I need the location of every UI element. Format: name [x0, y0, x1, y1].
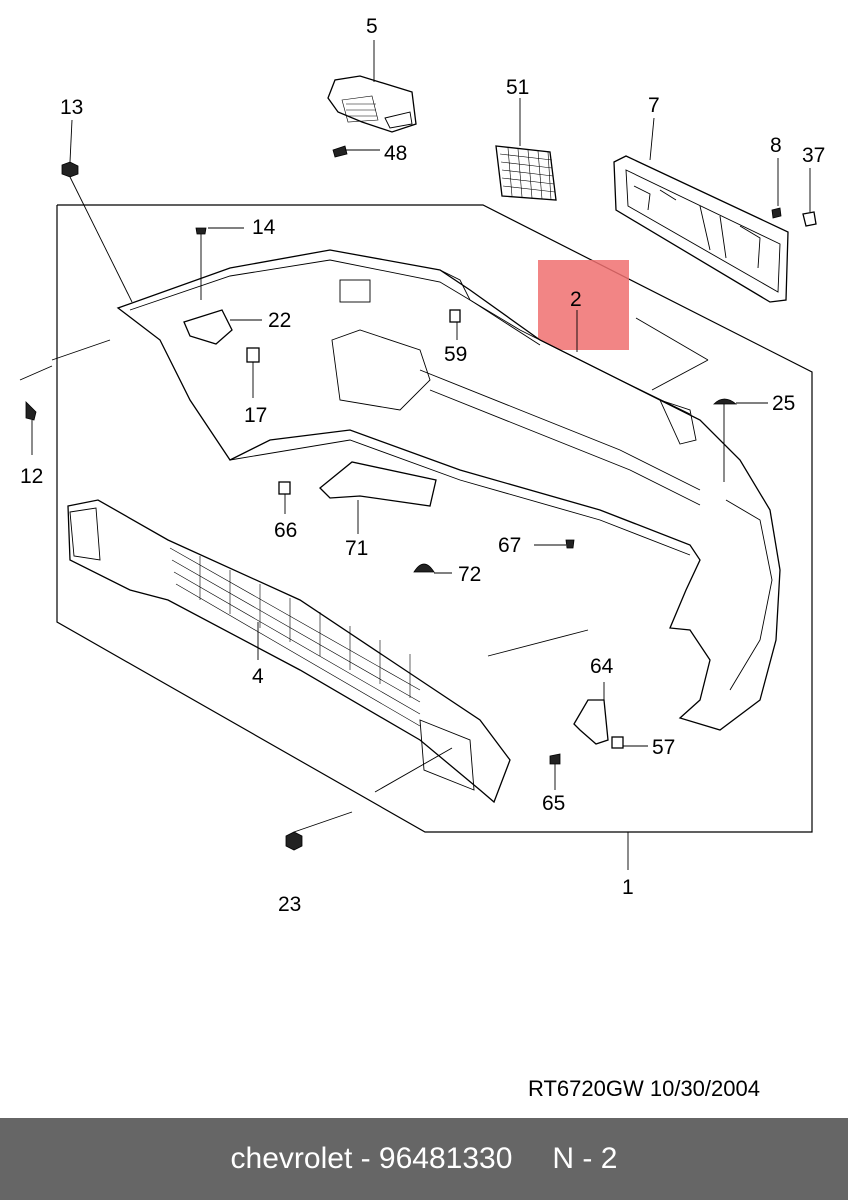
- part-25-push-pin[interactable]: [713, 398, 738, 482]
- part-67-screw[interactable]: [565, 539, 575, 549]
- callout-22: 22: [268, 309, 291, 332]
- callout-labels: 5 48 51 7 8 37 13 14 22 2 59 17 12 25 66…: [20, 15, 825, 916]
- part-66-clip[interactable]: [278, 481, 291, 495]
- assembly-boundary: [56, 204, 813, 833]
- callout-1: 1: [622, 876, 634, 899]
- parts-diagram: 5 48 51 7 8 37 13 14 22 2 59 17 12 25 66…: [19, 15, 825, 916]
- part-22-bracket[interactable]: [183, 309, 233, 345]
- part-12-screw[interactable]: [25, 401, 37, 421]
- callout-14: 14: [252, 216, 276, 239]
- callout-8: 8: [770, 134, 782, 157]
- highlight-box-part-2: [538, 260, 629, 350]
- part-2-bumper-fascia[interactable]: [116, 249, 781, 731]
- footer-brand-part: chevrolet - 96481330: [230, 1142, 513, 1175]
- part-71-deflector[interactable]: [319, 461, 437, 507]
- callout-71: 71: [345, 537, 368, 560]
- callout-72: 72: [458, 563, 481, 586]
- part-57-clip[interactable]: [611, 736, 624, 749]
- part-14-screw[interactable]: [195, 227, 207, 300]
- callout-2: 2: [570, 288, 582, 311]
- footer-code: N - 2: [552, 1142, 618, 1175]
- drawing-reference: RT6720GW 10/30/2004: [528, 1076, 760, 1101]
- callout-17: 17: [244, 404, 267, 427]
- callout-4: 4: [252, 665, 264, 688]
- callout-5: 5: [366, 15, 378, 38]
- part-23-nut[interactable]: [285, 831, 303, 851]
- part-65-screw[interactable]: [549, 753, 561, 765]
- callout-25: 25: [772, 392, 795, 415]
- part-51-mesh-grille[interactable]: [495, 145, 557, 201]
- leader-lines: [19, 40, 811, 870]
- callout-13: 13: [60, 96, 83, 119]
- part-8-screw[interactable]: [771, 207, 782, 219]
- part-72-push-pin[interactable]: [413, 563, 435, 573]
- callout-65: 65: [542, 792, 565, 815]
- callout-57: 57: [652, 736, 675, 759]
- callout-66: 66: [274, 519, 297, 542]
- callout-59: 59: [444, 343, 467, 366]
- callout-23: 23: [278, 893, 301, 916]
- callout-51: 51: [506, 76, 529, 99]
- callout-67: 67: [498, 534, 521, 557]
- callout-37: 37: [802, 144, 825, 167]
- callout-7: 7: [648, 94, 660, 117]
- callout-48: 48: [384, 142, 407, 165]
- part-59-clip[interactable]: [449, 309, 461, 323]
- part-7-license-plate-bracket[interactable]: [613, 155, 789, 303]
- exploded-view: 5 48 51 7 8 37 13 14 22 2 59 17 12 25 66…: [19, 15, 825, 916]
- part-4-absorber-grid[interactable]: [67, 499, 511, 804]
- part-48-screw[interactable]: [332, 145, 380, 158]
- part-5-grille-insert[interactable]: [327, 75, 417, 133]
- callout-12: 12: [20, 465, 43, 488]
- part-17-clip[interactable]: [246, 347, 260, 363]
- part-37-clip[interactable]: [802, 211, 817, 227]
- part-64-bracket[interactable]: [573, 699, 609, 745]
- footer-bar: chevrolet - 96481330 N - 2: [0, 1118, 848, 1200]
- part-13-nut[interactable]: [61, 161, 79, 178]
- callout-64: 64: [590, 655, 614, 678]
